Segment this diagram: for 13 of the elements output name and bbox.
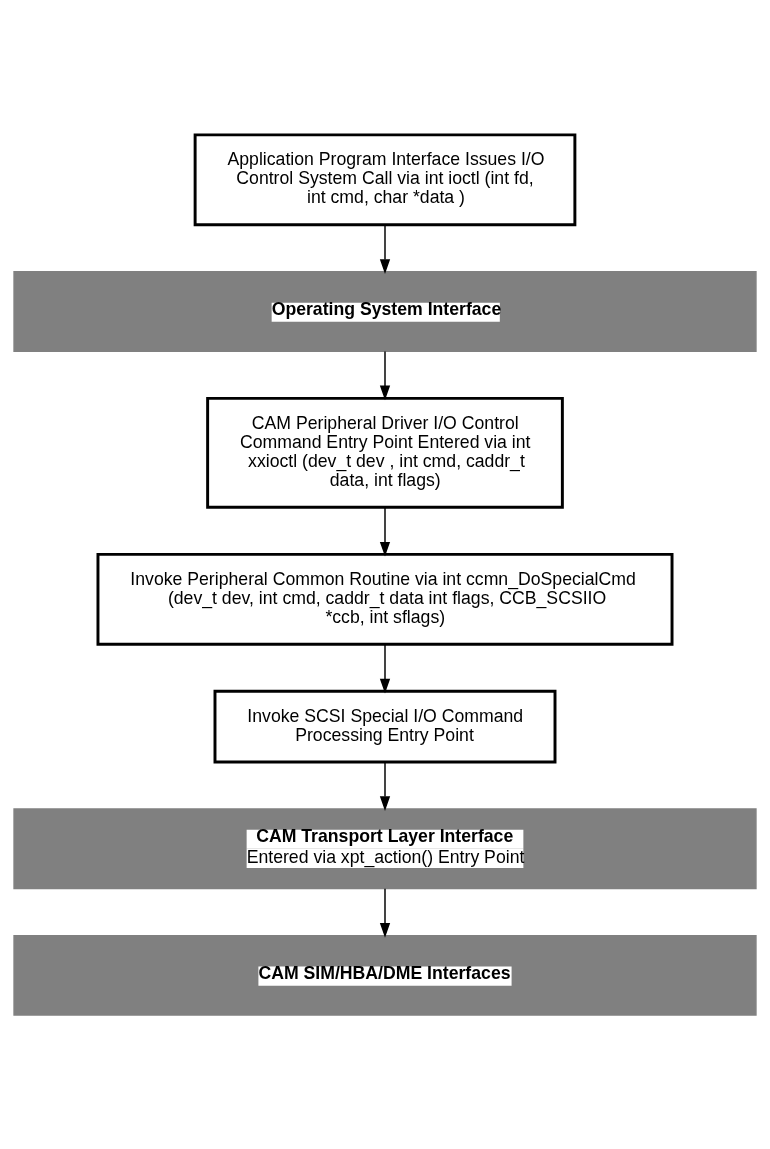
- arrow: [379, 761, 391, 811]
- node-box: Operating System Interface: [13, 270, 757, 352]
- node-box: Invoke SCSI Special I/O Command Processing Entry Point: [213, 689, 557, 763]
- node-box: Invoke Peripheral Common Routine via int ccmn_DoSpecialCmd (dev_t dev, int cmd, caddr_t data int flags, CCB_SCSIIO *ccb, int sflags): [96, 552, 674, 646]
- node-box: CAM Transport Layer Interface Entered via xpt_action() Entry Point: [13, 807, 757, 889]
- arrow: [379, 887, 391, 938]
- node-box: CAM SIM/HBA/DME Interfaces: [13, 934, 757, 1016]
- node-box: Application Program Interface Issues I/O Control System Call via int ioctl (int fd, int cmd, char *data ): [193, 132, 577, 226]
- node-box: CAM Peripheral Driver I/O Control Command Entry Point Entered via int xxioctl (dev_t dev , int cmd, caddr_t data, int flags): [206, 396, 564, 509]
- arrow: [379, 506, 391, 557]
- arrow: [379, 223, 391, 274]
- arrow: [379, 643, 391, 693]
- arrow: [379, 350, 391, 400]
